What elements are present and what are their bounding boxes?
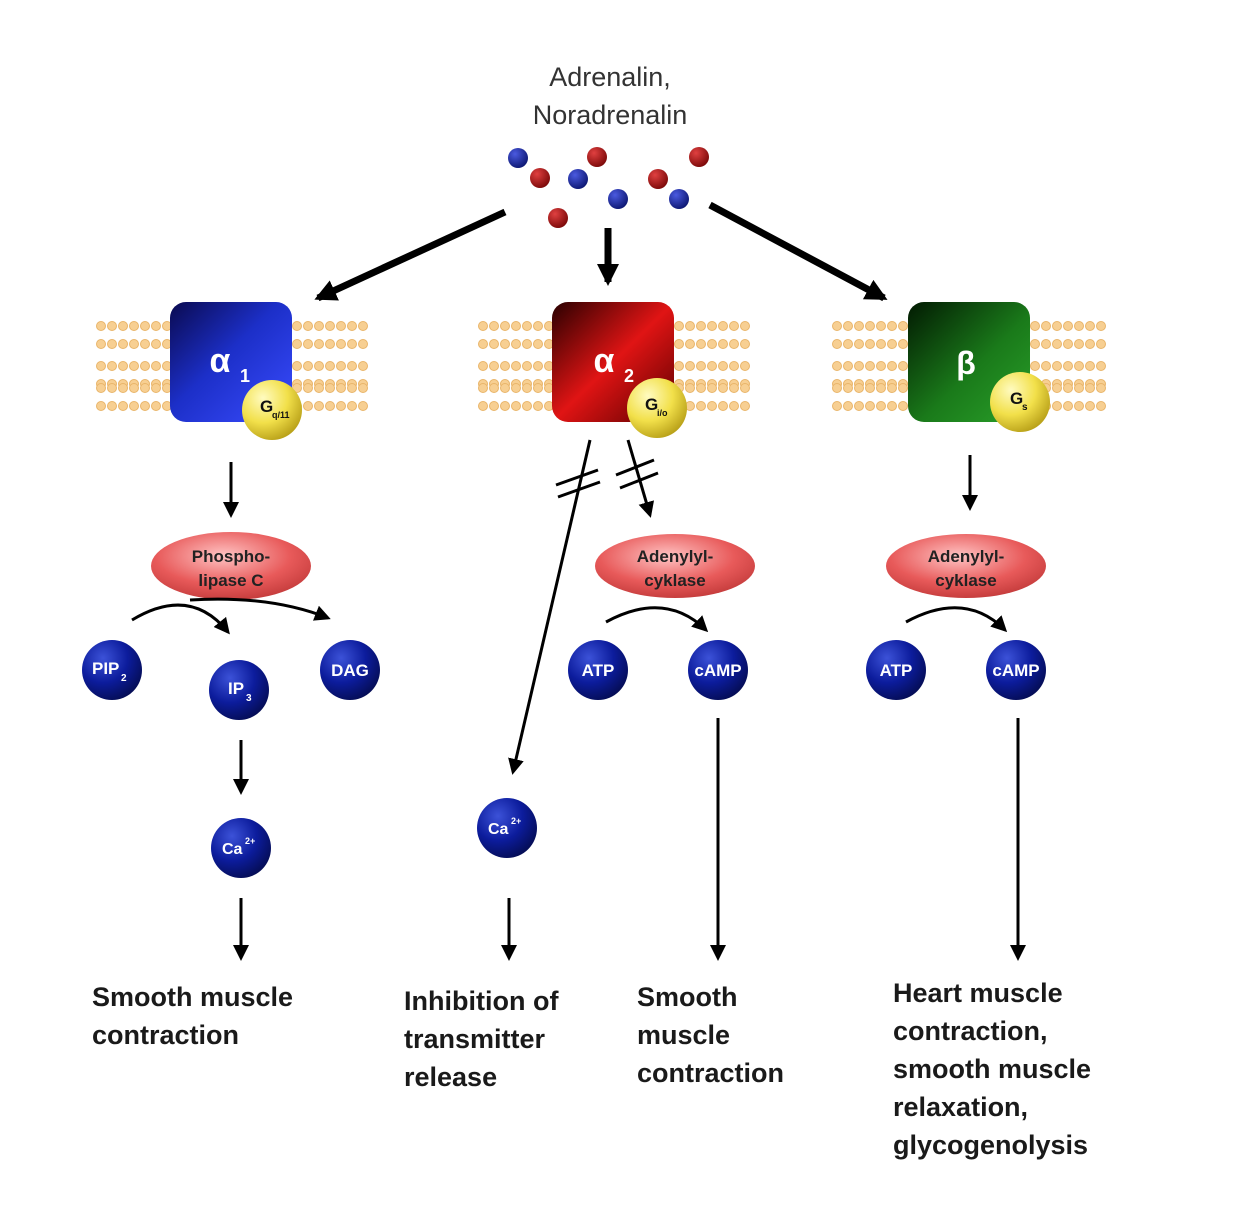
ca-alpha1-superscript: 2+ [245, 836, 255, 846]
arrow-pip2-to-ip3 [131, 603, 230, 635]
noradrenalin-dot [608, 189, 628, 209]
lipid-bilayer-patch [674, 321, 750, 411]
ip3-molecule: IP 3 [209, 660, 269, 720]
arrow-atp-to-camp-beta [905, 606, 1008, 633]
lipid-bilayer-patch [478, 321, 554, 411]
plc-label-line2: lipase C [198, 571, 263, 590]
inhibition-marks-ca [555, 468, 601, 499]
plc-label-line1: Phospho- [192, 547, 270, 566]
alpha1-label: α [210, 342, 231, 380]
inhibition-marks-cyclase [615, 458, 659, 490]
lipid-bilayer-patch [292, 321, 368, 411]
ip3-label: IP [228, 679, 244, 698]
adrenalin-dot [648, 169, 668, 189]
inhibited-arrow-to-ca [508, 439, 592, 775]
arrow-atp-to-camp-alpha2 [605, 606, 709, 633]
lipid-bilayer-patch [96, 321, 172, 411]
adrenalin-dot [689, 147, 709, 167]
alpha2-subscript: 2 [624, 366, 634, 386]
gio-subscript: i/o [657, 408, 668, 418]
title-noradrenalin: Noradrenalin [532, 100, 688, 130]
camp-beta-label: cAMP [992, 661, 1039, 680]
arrow-to-alpha1 [314, 208, 507, 302]
outcome-alpha2-contraction: Smooth muscle contraction [637, 982, 785, 1088]
arrow-to-beta [708, 201, 888, 302]
lipid-bilayer-patch [832, 321, 908, 411]
title-adrenalin: Adrenalin, [549, 62, 671, 92]
cyclase-beta-line1: Adenylyl- [928, 547, 1005, 566]
gio-protein: G i/o [627, 378, 687, 438]
noradrenalin-dot [669, 189, 689, 209]
ca-molecule-alpha2: Ca 2+ [477, 798, 537, 858]
noradrenalin-dot [568, 169, 588, 189]
beta-label: β [956, 345, 976, 381]
cyclase-beta-line2: cyklase [935, 571, 996, 590]
ip3-subscript: 3 [246, 693, 252, 704]
atp-molecule-beta: ATP [866, 640, 926, 700]
alpha2-label: α [594, 342, 615, 380]
cyclase-alpha2-line1: Adenylyl- [637, 547, 714, 566]
phospholipase-c: Phospho- lipase C [151, 532, 311, 600]
pip2-molecule: PIP 2 [82, 640, 142, 700]
pip2-label: PIP [92, 659, 119, 678]
adenylyl-cyclase-beta: Adenylyl- cyklase [886, 534, 1046, 598]
gq11-subscript: q/11 [272, 410, 290, 420]
camp-molecule-alpha2: cAMP [688, 640, 748, 700]
gs-label: G [1010, 389, 1023, 408]
outcome-alpha1: Smooth muscle contraction [92, 982, 294, 1050]
gq11-protein: G q/11 [242, 380, 302, 440]
dag-molecule: DAG [320, 640, 380, 700]
atp-alpha2-label: ATP [582, 661, 615, 680]
noradrenalin-dot [508, 148, 528, 168]
adrenalin-dot [548, 208, 568, 228]
ca-molecule-alpha1: Ca 2+ [211, 818, 271, 878]
gq11-label: G [260, 397, 273, 416]
ca-alpha1-label: Ca [222, 841, 243, 858]
alpha1-subscript: 1 [240, 366, 250, 386]
camp-molecule-beta: cAMP [986, 640, 1046, 700]
outcome-alpha2-inhibition: Inhibition of transmitter release [404, 986, 559, 1092]
camp-alpha2-label: cAMP [694, 661, 741, 680]
pip2-subscript: 2 [121, 673, 127, 684]
arrow-pip2-to-dag [189, 597, 331, 621]
gs-subscript: s [1022, 402, 1028, 413]
gs-protein: G s [990, 372, 1050, 432]
ligand-molecules [508, 147, 709, 228]
atp-beta-label: ATP [880, 661, 913, 680]
ca-alpha2-label: Ca [488, 821, 509, 838]
dag-label: DAG [331, 661, 369, 680]
atp-molecule-alpha2: ATP [568, 640, 628, 700]
gio-label: G [645, 395, 658, 414]
adenylyl-cyclase-alpha2: Adenylyl- cyklase [595, 534, 755, 598]
outcome-beta: Heart muscle contraction, smooth muscle … [893, 978, 1092, 1160]
inhibited-arrow-to-cyclase [626, 439, 655, 518]
ca-alpha2-superscript: 2+ [511, 816, 521, 826]
cyclase-alpha2-line2: cyklase [644, 571, 705, 590]
adrenalin-dot [587, 147, 607, 167]
adrenalin-dot [530, 168, 550, 188]
